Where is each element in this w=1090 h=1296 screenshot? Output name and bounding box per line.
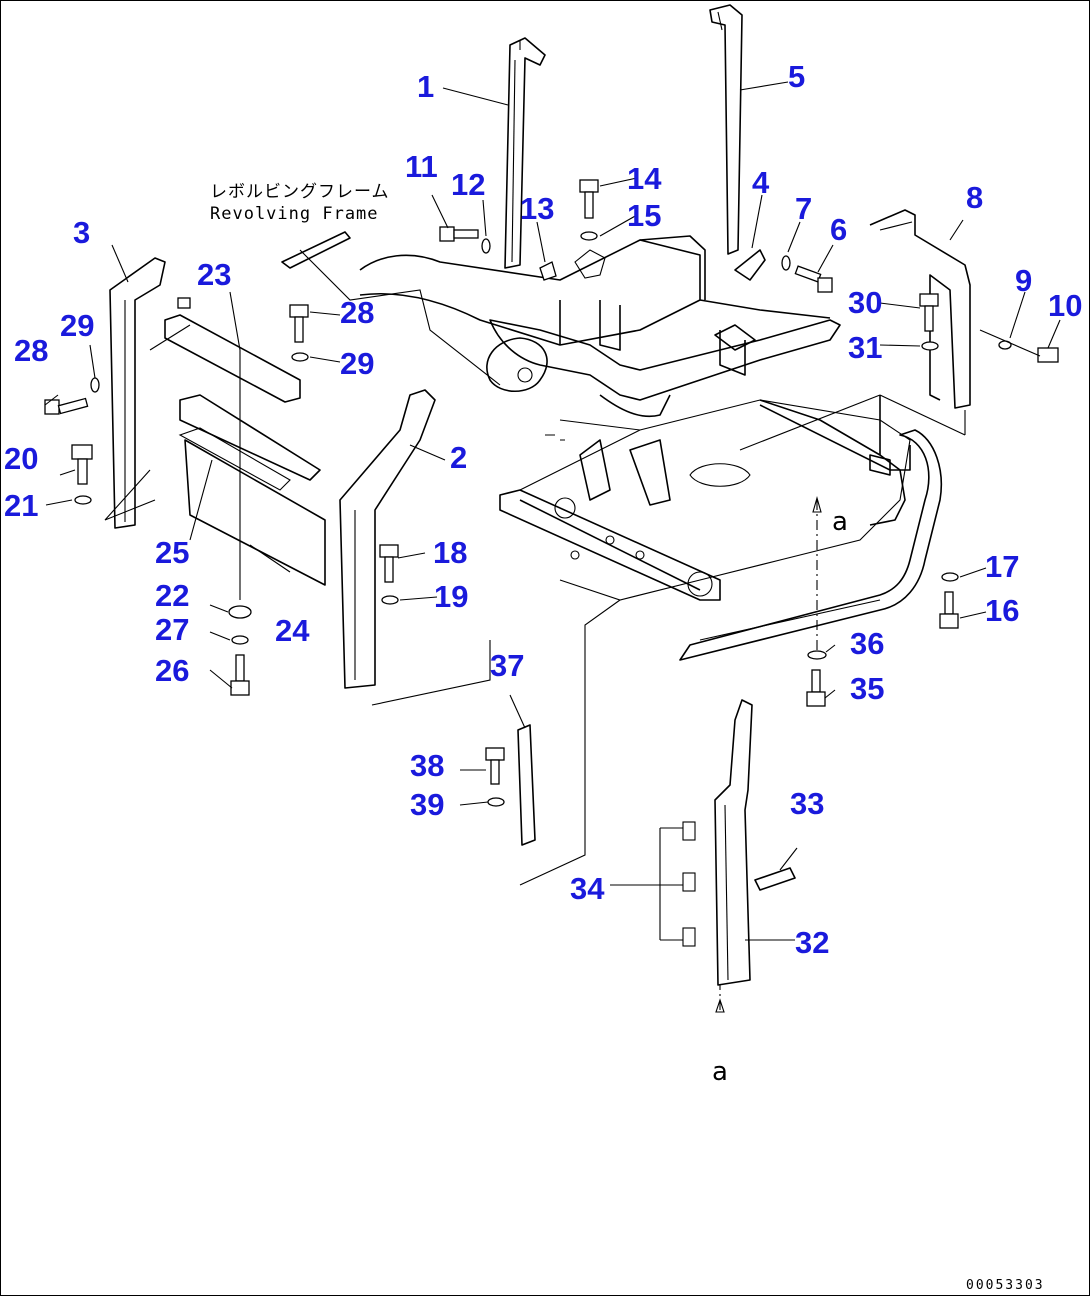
part-5-stay [709, 4, 743, 255]
callout-31: 31 [848, 330, 882, 365]
callout-29-left: 29 [60, 308, 94, 343]
callout-labels: 1 2 3 4 5 6 7 8 9 10 11 12 13 14 15 16 1… [4, 59, 1082, 960]
callout-17: 17 [985, 549, 1019, 584]
callout-9: 9 [1015, 263, 1032, 298]
part-2-column [339, 389, 436, 689]
callout-21: 21 [4, 488, 38, 523]
callout-26: 26 [155, 653, 189, 688]
callout-33: 33 [790, 786, 824, 821]
callout-28-center: 28 [340, 295, 374, 330]
assembly-lines [104, 324, 966, 1013]
callout-24: 24 [275, 613, 310, 648]
callout-3: 3 [73, 215, 90, 250]
callout-1: 1 [417, 69, 434, 104]
callout-18: 18 [433, 535, 467, 570]
callout-22: 22 [155, 578, 189, 613]
part-1-stay [504, 37, 546, 269]
caption-en: Revolving Frame [210, 204, 379, 224]
caption-jp: レボルビングフレーム [210, 182, 390, 202]
callout-7: 7 [795, 191, 812, 226]
callout-5: 5 [788, 59, 805, 94]
callout-28-left: 28 [14, 333, 48, 368]
callout-25: 25 [155, 535, 189, 570]
callout-39: 39 [410, 787, 444, 822]
callout-14: 14 [627, 161, 662, 196]
callout-12: 12 [451, 167, 485, 202]
callout-27: 27 [155, 612, 189, 647]
callout-34: 34 [570, 871, 605, 906]
callout-6: 6 [830, 212, 847, 247]
callout-38: 38 [410, 748, 444, 783]
callout-20: 20 [4, 441, 38, 476]
leader-lines [44, 81, 1061, 941]
callout-32: 32 [795, 925, 829, 960]
callout-29-center: 29 [340, 346, 374, 381]
callout-15: 15 [627, 198, 661, 233]
drawing-number: 00053303 [966, 1278, 1045, 1293]
part-37-stay [517, 724, 536, 846]
callout-30: 30 [848, 285, 882, 320]
part-8-column [869, 209, 971, 409]
callout-23: 23 [197, 257, 231, 292]
part-23-24-25 [164, 314, 326, 586]
callout-13: 13 [520, 191, 554, 226]
callout-11: 11 [405, 149, 438, 184]
part-32-column [682, 699, 796, 986]
revolving-frame [281, 231, 943, 661]
callout-36: 36 [850, 626, 884, 661]
part-4-bracket [734, 249, 766, 281]
callout-8: 8 [966, 180, 983, 215]
hardware [44, 179, 1059, 807]
detail-ref-a-bottom: a [712, 1057, 728, 1087]
callout-4: 4 [752, 165, 770, 200]
callout-2: 2 [450, 440, 467, 475]
part-3-column [109, 257, 166, 529]
callout-35: 35 [850, 671, 884, 706]
detail-ref-a-top: a [832, 507, 848, 537]
callout-19: 19 [434, 579, 468, 614]
callout-37: 37 [490, 648, 524, 683]
callout-16: 16 [985, 593, 1019, 628]
callout-10: 10 [1048, 288, 1082, 323]
